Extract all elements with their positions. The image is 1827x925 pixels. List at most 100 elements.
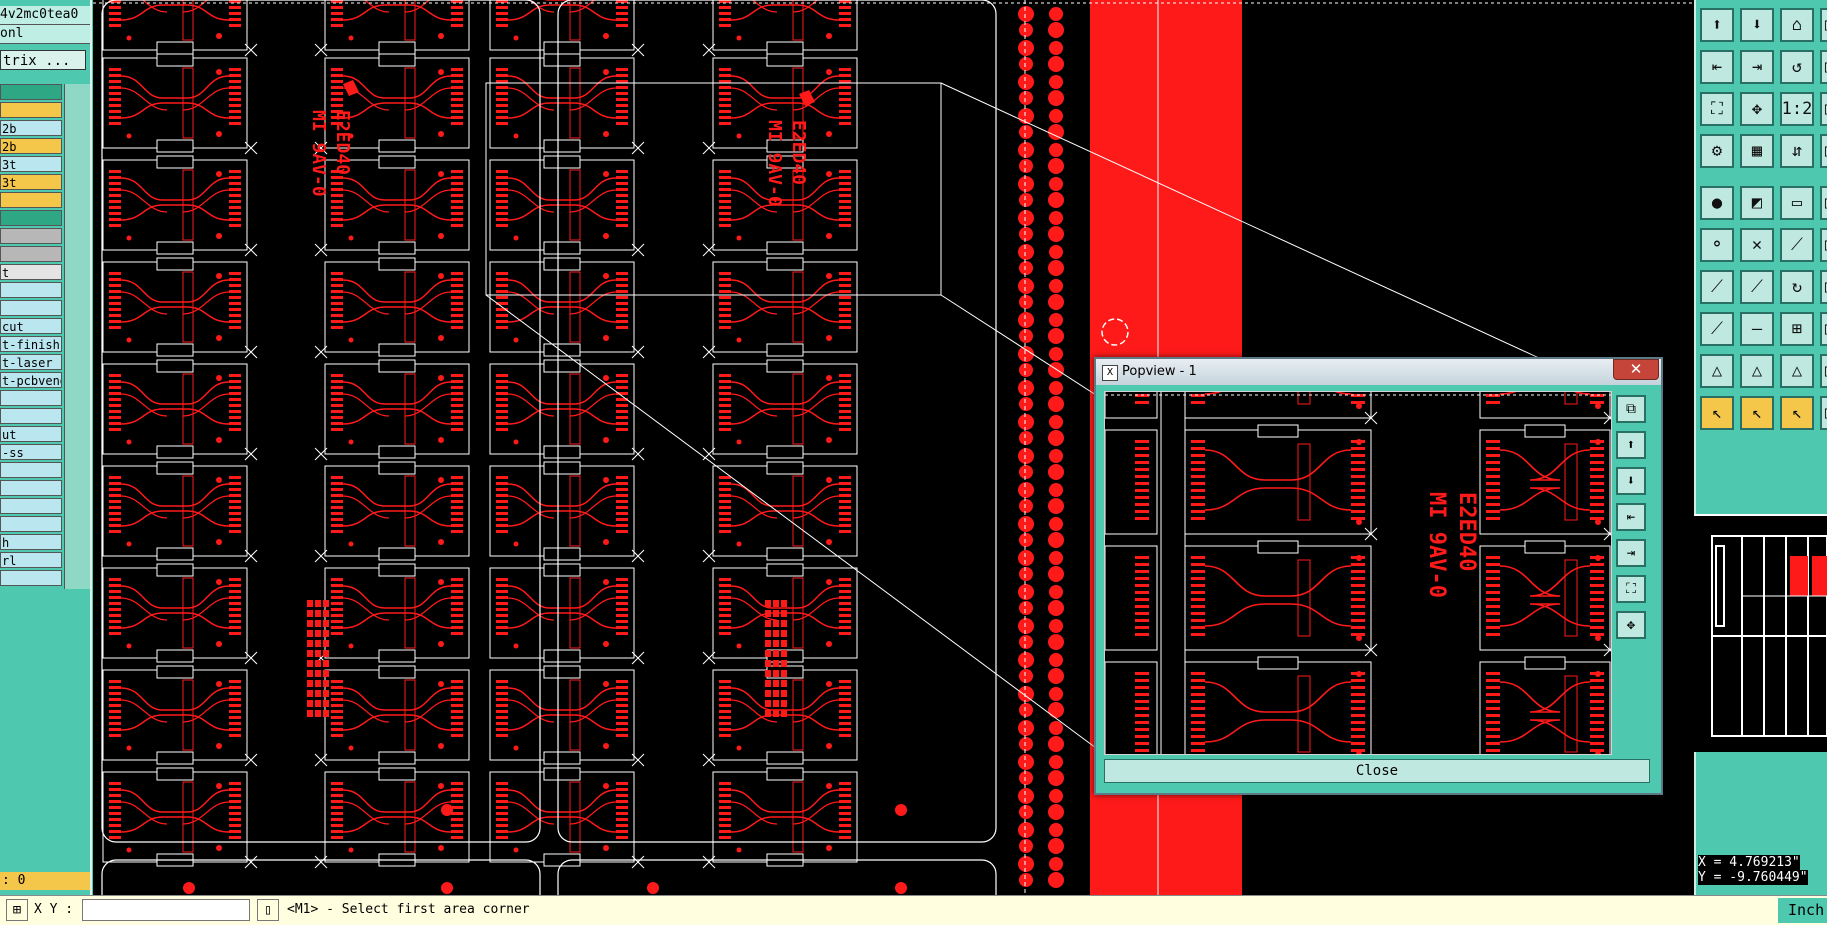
more-tool-icon[interactable]: ▯ [1820, 134, 1827, 168]
matrix-button[interactable]: trix ... [0, 50, 86, 70]
layer-row[interactable] [0, 228, 62, 244]
popview-bottom-icon[interactable]: ⬇ [1616, 467, 1646, 495]
layer-row[interactable]: rl [0, 552, 62, 568]
layer-row[interactable] [0, 408, 62, 424]
layer-row[interactable] [0, 570, 62, 586]
svg-text:MI 9AV-0: MI 9AV-0 [1424, 492, 1449, 598]
layer-row[interactable]: 3t [0, 174, 62, 190]
layer-row[interactable] [0, 480, 62, 496]
more-tool-icon[interactable]: ▯ [1820, 8, 1827, 42]
config-tool-icon[interactable]: ⚙ [1700, 134, 1734, 168]
layer-tool-icon[interactable]: ◩ [1740, 186, 1774, 220]
pad-tool-icon[interactable]: ● [1700, 186, 1734, 220]
pointer-tool-icon[interactable]: ↖ [1740, 396, 1774, 430]
node-tool-icon[interactable]: ⚬ [1700, 228, 1734, 262]
popview-top-icon[interactable]: ⬆ [1616, 431, 1646, 459]
popview-left-icon[interactable]: ⇤ [1616, 503, 1646, 531]
layer-row[interactable] [0, 246, 62, 262]
line-tool-icon[interactable]: ⟋ [1780, 228, 1814, 262]
xy-input[interactable] [82, 899, 250, 921]
layer-row[interactable]: h [0, 534, 62, 550]
snap-tool-icon[interactable]: ⇵ [1780, 134, 1814, 168]
more-tool-icon[interactable]: ▯ [1820, 50, 1827, 84]
x-coordinate: X = 4.769213" [1698, 855, 1800, 870]
layer-row[interactable] [0, 210, 62, 226]
layer-row[interactable]: cut [0, 318, 62, 334]
prompt-message: <M1> - Select first area corner [287, 902, 530, 917]
layer-row[interactable] [0, 390, 62, 406]
layer-row[interactable]: -ss [0, 444, 62, 460]
more-tool-icon[interactable]: ▯ [1820, 354, 1827, 388]
units-button[interactable]: Inch [1778, 898, 1827, 923]
window-icon: X [1102, 365, 1118, 381]
popview-fit-icon[interactable]: ⛶ [1616, 575, 1646, 603]
zoom-tool-icon[interactable]: 1:2 [1780, 92, 1814, 126]
layer-row[interactable] [0, 462, 62, 478]
grid-tool-icon[interactable]: ▦ [1740, 134, 1774, 168]
more-tool-icon[interactable]: ▯ [1820, 270, 1827, 304]
line-tool-icon[interactable]: ⟋ [1740, 270, 1774, 304]
layer-row[interactable] [0, 192, 62, 208]
more-tool-icon[interactable]: ▯ [1820, 396, 1827, 430]
text-tool-icon[interactable]: △ [1780, 354, 1814, 388]
pan-tool-icon[interactable]: ✥ [1740, 92, 1774, 126]
layer-row[interactable]: t [0, 264, 62, 280]
more-tool-icon[interactable]: ▯ [1820, 228, 1827, 262]
layer-row[interactable]: 2b [0, 138, 62, 154]
arc-tool-icon[interactable]: ↻ [1780, 270, 1814, 304]
close-button[interactable]: Close [1104, 759, 1650, 783]
popview-right-icon[interactable]: ⇥ [1616, 539, 1646, 567]
minimap-overview[interactable] [1694, 514, 1827, 752]
layer-row[interactable] [0, 84, 62, 100]
coordinate-readout: : 0 [0, 872, 90, 890]
minimap-drawing [1711, 535, 1827, 737]
job-name: 4v2mc0tea0 [0, 6, 90, 25]
popview-titlebar[interactable]: X Popview - 1 [1096, 359, 1661, 385]
home-tool-icon[interactable]: ⌂ [1780, 8, 1814, 42]
layer-row[interactable] [0, 282, 62, 298]
text-tool-icon[interactable]: △ [1740, 354, 1774, 388]
svg-text:MI 9AV-0: MI 9AV-0 [308, 110, 329, 197]
bar-icon[interactable]: ▯ [257, 899, 279, 921]
undo-tool-icon[interactable]: ↺ [1780, 50, 1814, 84]
more-tool-icon[interactable]: ▯ [1820, 186, 1827, 220]
layer-row[interactable]: ut [0, 426, 62, 442]
measure-tool-icon[interactable]: ▭ [1780, 186, 1814, 220]
frame-tool-icon[interactable]: ⊞ [1780, 312, 1814, 346]
line-tool-icon[interactable]: ⟋ [1700, 270, 1734, 304]
layer-row[interactable]: t-laser [0, 354, 62, 370]
popview-window-icon[interactable]: ⧉ [1616, 395, 1646, 423]
delete-tool-icon[interactable]: ✕ [1740, 228, 1774, 262]
svg-text:MI 9AV-0: MI 9AV-0 [764, 120, 785, 207]
layer-row[interactable] [0, 300, 62, 316]
close-icon[interactable]: ✕ [1613, 359, 1659, 380]
left-tool-icon[interactable]: ⇤ [1700, 50, 1734, 84]
status-bar: ⊞ X Y : ▯ <M1> - Select first area corne… [0, 895, 1827, 925]
dash-tool-icon[interactable]: — [1740, 312, 1774, 346]
fit-tool-icon[interactable]: ⛶ [1700, 92, 1734, 126]
right-tool-icon[interactable]: ⇥ [1740, 50, 1774, 84]
text-tool-icon[interactable]: △ [1700, 354, 1734, 388]
more-tool-icon[interactable]: ▯ [1820, 92, 1827, 126]
popview-pan-icon[interactable]: ✥ [1616, 611, 1646, 639]
layer-scrollbar[interactable] [64, 84, 91, 589]
layer-row[interactable]: 3t [0, 156, 62, 172]
layer-row[interactable]: t-pcbvend [0, 372, 62, 388]
line-tool-icon[interactable]: ⟋ [1700, 312, 1734, 346]
layer-row[interactable]: t-finish [0, 336, 62, 352]
top-tool-icon[interactable]: ⬆ [1700, 8, 1734, 42]
popview-title: Popview - 1 [1122, 364, 1197, 379]
more-tool-icon[interactable]: ▯ [1820, 312, 1827, 346]
grid-icon[interactable]: ⊞ [6, 899, 28, 921]
pointer-tool-icon[interactable]: ↖ [1700, 396, 1734, 430]
y-coordinate: Y = -9.760449" [1698, 870, 1808, 885]
layer-row[interactable] [0, 516, 62, 532]
layer-row[interactable]: 2b [0, 120, 62, 136]
layer-row[interactable] [0, 498, 62, 514]
bottom-tool-icon[interactable]: ⬇ [1740, 8, 1774, 42]
layer-row[interactable] [0, 102, 62, 118]
pointer-tool-icon[interactable]: ↖ [1780, 396, 1814, 430]
